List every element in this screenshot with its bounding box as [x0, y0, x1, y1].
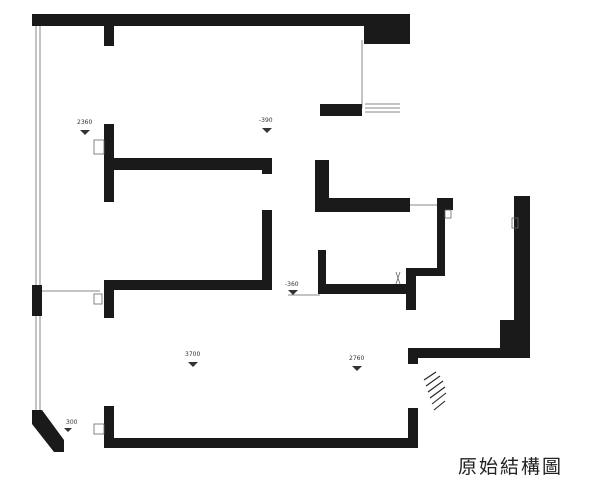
- dimension-marker-d1: [80, 130, 90, 135]
- wall-bottom-left: [104, 406, 114, 448]
- dimension-label-d6: 300: [66, 419, 78, 426]
- dimension-marker-d6: [64, 428, 72, 432]
- fixtures: [93, 139, 519, 435]
- wall-kitchen-bottom: [318, 284, 406, 294]
- dimension-markers: [64, 128, 362, 432]
- dimension-marker-d3: [288, 290, 298, 295]
- wall-kitchen-top-right: [437, 198, 453, 210]
- wall-room2-bottom: [104, 280, 272, 290]
- fixture-kitchen: [444, 209, 452, 219]
- wall-top: [32, 14, 410, 26]
- dimension-marker-d2: [262, 128, 272, 133]
- fixture-switch-2: [93, 293, 103, 305]
- wall-right-column: [514, 196, 530, 358]
- wall-bottom-right: [408, 408, 418, 448]
- dimension-label-d3: -360: [285, 281, 299, 288]
- wall-right-bottom: [408, 348, 530, 358]
- fixture-switch-1: [93, 139, 105, 155]
- wall-kitchen-top: [315, 198, 410, 212]
- wall-top-right-block: [364, 14, 410, 44]
- wall-room1-end: [262, 158, 272, 174]
- dimension-label-d2: -390: [259, 117, 273, 124]
- wall-kitchen-right: [437, 208, 445, 276]
- wall-kitchen-bottom-left: [318, 250, 326, 294]
- dimension-label-d1: 2360: [77, 119, 92, 126]
- wall-left-diagonal: [32, 410, 64, 452]
- wall-room1-bottom: [104, 158, 272, 170]
- fixture-pipe-2: [395, 271, 401, 285]
- fixture-switch-3: [93, 423, 105, 435]
- dimension-label-d4: 3700: [185, 351, 200, 358]
- fixture-right: [511, 217, 519, 229]
- thin-lines: [35, 26, 440, 410]
- wall-right-bottom-stub: [408, 348, 418, 364]
- walls: [32, 14, 530, 452]
- hatch-symbol: [423, 371, 447, 411]
- wall-kitchen-drop: [406, 268, 416, 310]
- diagram-caption: 原始結構圖: [458, 456, 564, 478]
- wall-room2-right: [262, 210, 272, 290]
- wall-room2-left: [104, 280, 114, 318]
- dimension-label-d5: 2760: [349, 355, 364, 362]
- wall-balcony-stub: [320, 104, 362, 116]
- wall-kitchen-step: [410, 268, 445, 276]
- wall-left-pier: [32, 285, 42, 316]
- wall-top-stub: [104, 22, 114, 46]
- wall-bottom: [104, 438, 418, 448]
- dimension-marker-d5: [352, 366, 362, 371]
- dimension-marker-d4: [188, 362, 198, 367]
